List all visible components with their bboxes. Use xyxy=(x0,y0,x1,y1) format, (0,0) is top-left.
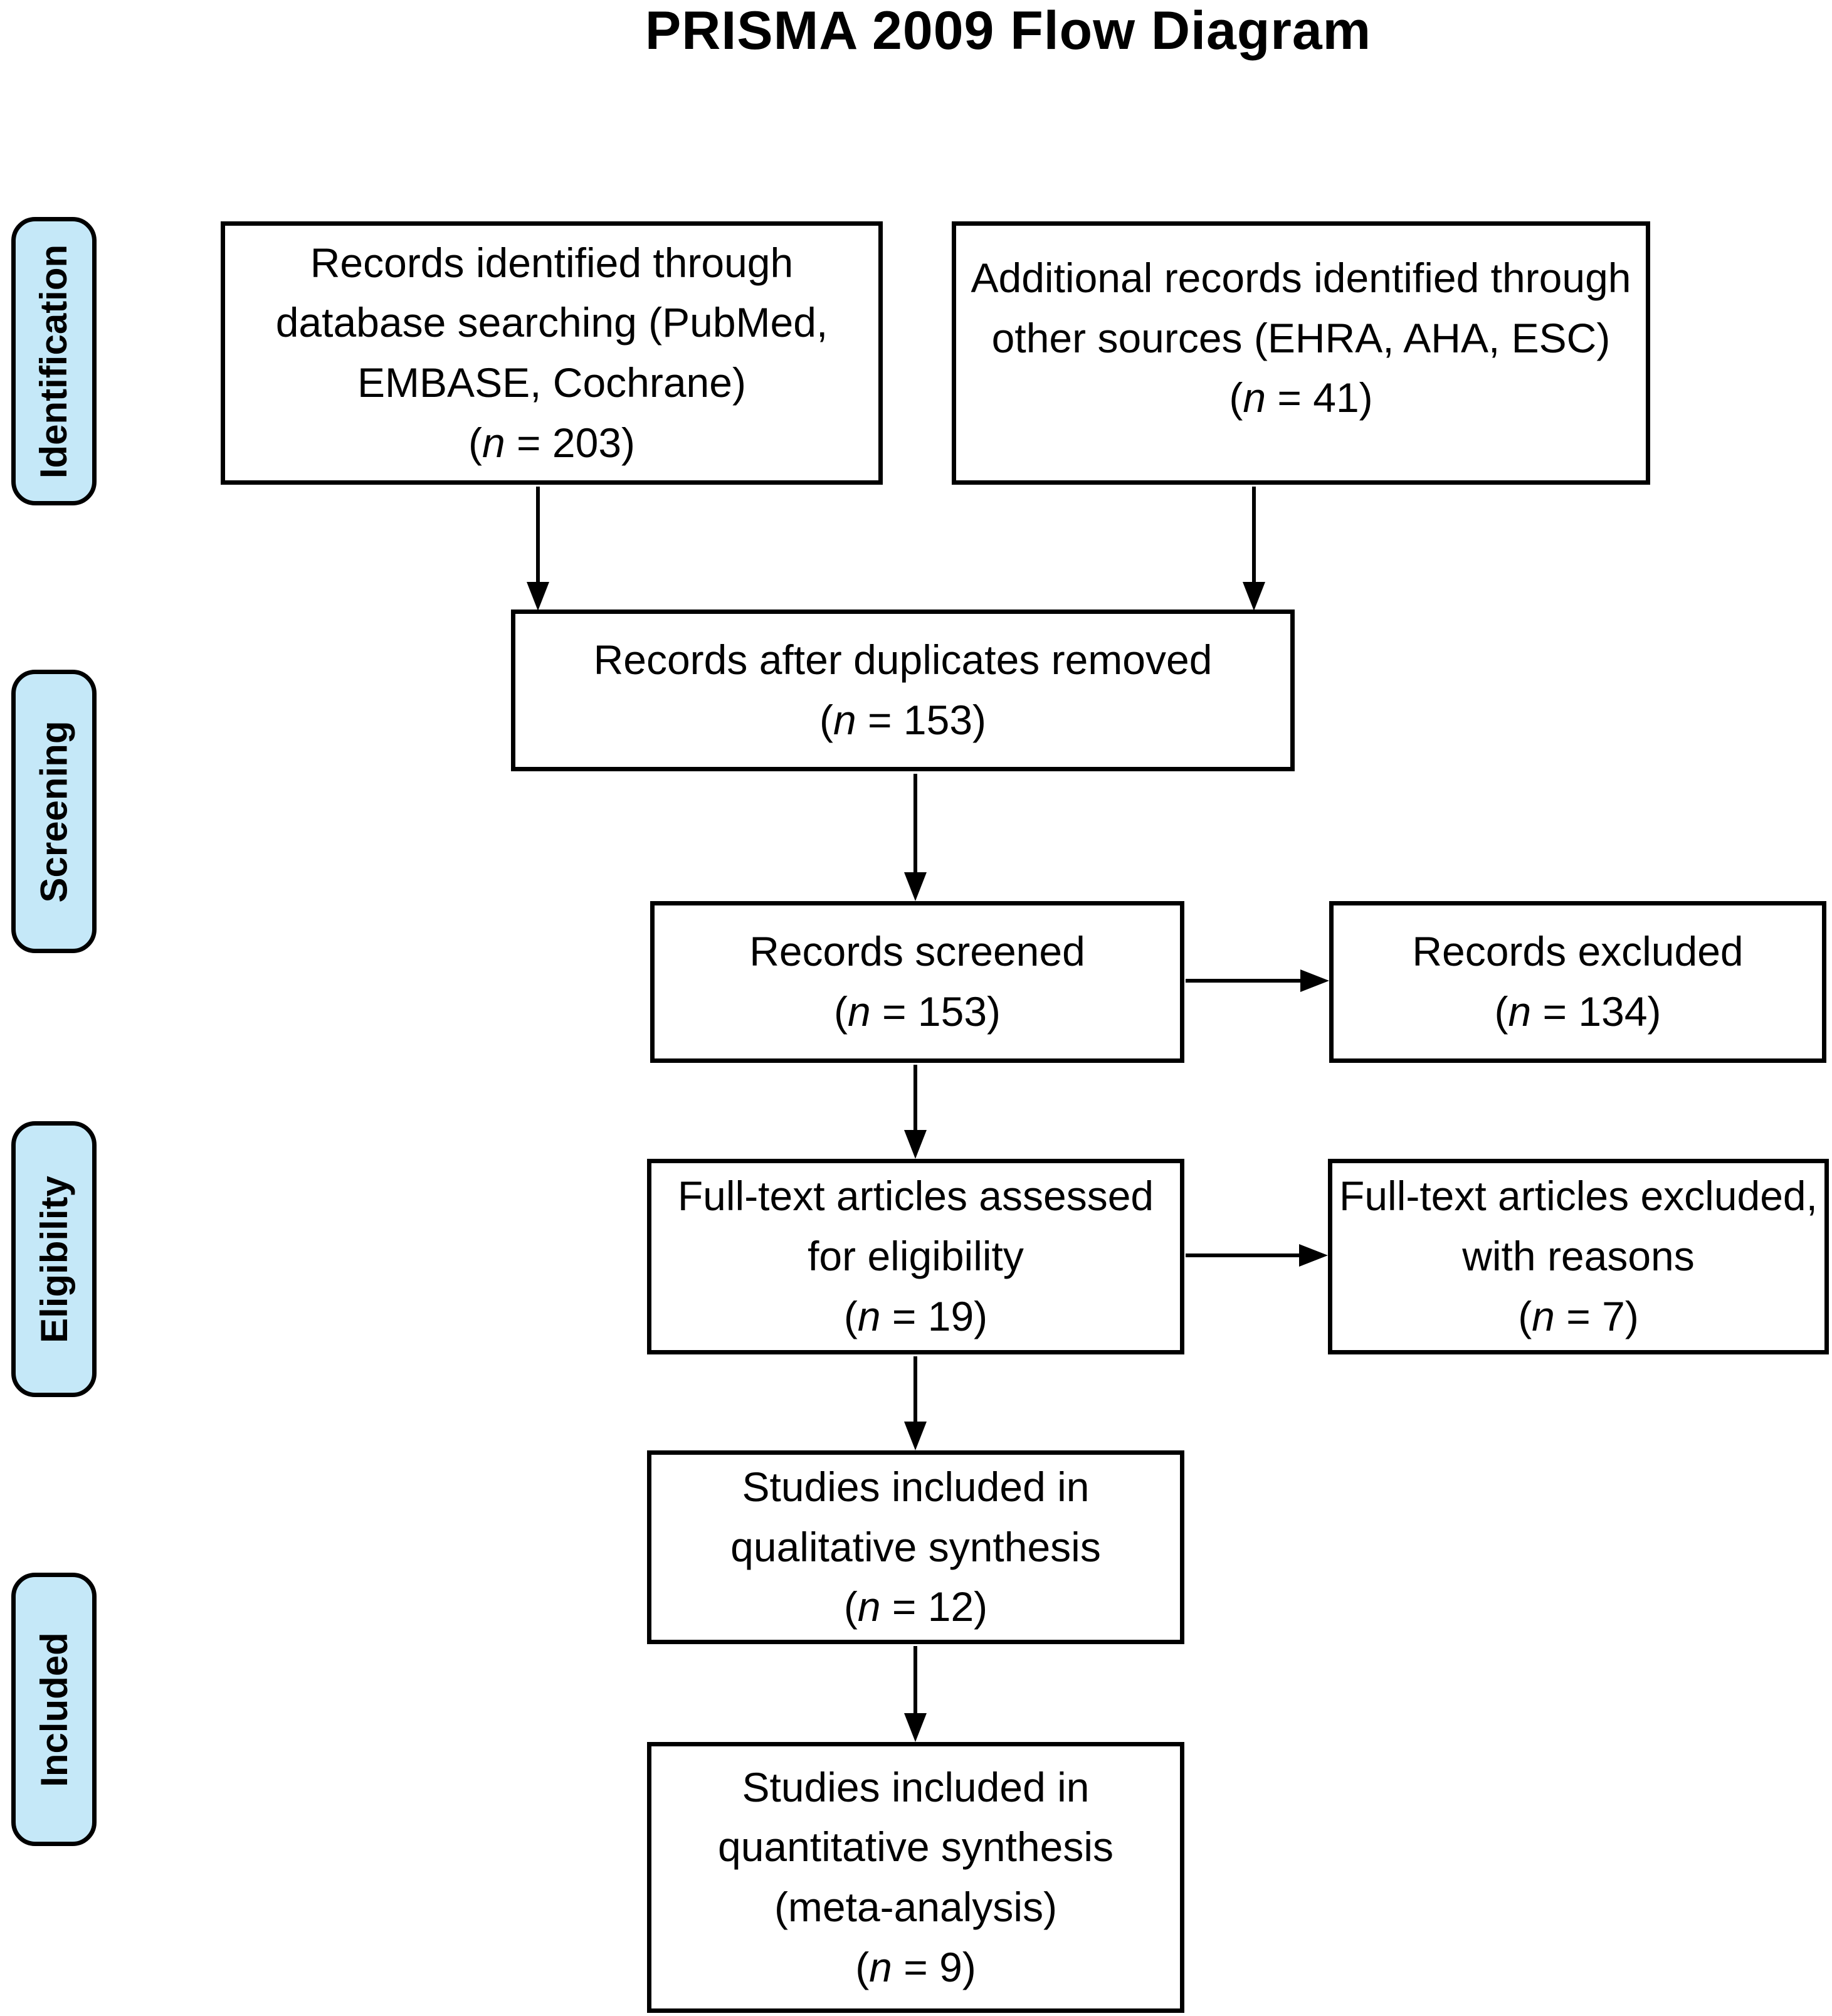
box-text-line: Studies included in xyxy=(742,1463,1090,1510)
box-n-line: (n = 134) xyxy=(1494,988,1661,1035)
arrow-additional-to-duplicates xyxy=(1243,487,1265,611)
stage-identification-label: Identification xyxy=(33,244,75,478)
box-text-line: EMBASE, Cochrane) xyxy=(357,359,746,406)
box-text-line: Full-text articles assessed xyxy=(677,1173,1154,1220)
arrow-fulltext-to-fulltext-excluded xyxy=(1186,1244,1328,1267)
box-fulltext-assessed: Full-text articles assessed for eligibili… xyxy=(647,1159,1184,1354)
stage-screening-label: Screening xyxy=(33,720,75,903)
box-text-line: for eligibility xyxy=(808,1233,1024,1280)
arrow-qualitative-to-quantitative xyxy=(904,1646,927,1742)
page-title: PRISMA 2009 Flow Diagram xyxy=(645,1,1372,61)
stage-eligibility-label: Eligibility xyxy=(33,1175,75,1343)
box-text-line: Records screened xyxy=(749,928,1085,975)
box-fulltext-excluded: Full-text articles excluded, with reasons… xyxy=(1328,1159,1829,1354)
arrow-fulltext-to-qualitative xyxy=(904,1356,927,1450)
box-text-line: quantitative synthesis xyxy=(717,1823,1114,1871)
box-text-line: Studies included in xyxy=(742,1763,1090,1810)
box-text-line: Records excluded xyxy=(1412,928,1744,975)
box-after-duplicates: Records after duplicates removed (n = 153… xyxy=(511,610,1295,771)
stage-included: Included xyxy=(11,1573,97,1846)
box-text-line: Records after duplicates removed xyxy=(593,636,1213,683)
box-records-screened: Records screened (n = 153) xyxy=(650,901,1184,1063)
box-text-line: with reasons xyxy=(1462,1233,1695,1280)
box-text-line: Full-text articles excluded, xyxy=(1339,1173,1818,1220)
box-n-line: (n = 12) xyxy=(843,1583,988,1630)
arrow-identified-to-duplicates xyxy=(527,487,549,611)
box-text-line: (meta-analysis) xyxy=(774,1884,1058,1930)
box-n-line: (n = 203) xyxy=(468,419,636,466)
box-n-line: (n = 153) xyxy=(819,697,987,743)
box-text-line: Records identified through xyxy=(310,239,794,286)
box-text-line: database searching (PubMed, xyxy=(275,299,828,346)
arrow-screened-to-fulltext xyxy=(904,1065,927,1159)
stage-identification: Identification xyxy=(11,217,97,505)
box-n-line: (n = 41) xyxy=(1229,374,1373,421)
stage-eligibility: Eligibility xyxy=(11,1121,97,1397)
box-additional-records: Additional records identified through oth… xyxy=(952,221,1650,485)
box-text-line: qualitative synthesis xyxy=(730,1523,1101,1570)
box-text-line: Additional records identified through xyxy=(971,255,1631,301)
box-text-line: other sources (EHRA, AHA, ESC) xyxy=(991,314,1611,361)
box-n-line: (n = 9) xyxy=(855,1943,976,1990)
box-records-identified: Records identified through database searc… xyxy=(221,221,883,485)
box-n-line: (n = 19) xyxy=(843,1292,988,1339)
arrow-duplicates-to-screened xyxy=(904,774,927,901)
stage-screening: Screening xyxy=(11,670,97,953)
box-n-line: (n = 153) xyxy=(833,988,1001,1035)
box-qualitative-synthesis: Studies included in qualitative synthesis… xyxy=(647,1450,1184,1644)
stage-included-label: Included xyxy=(33,1632,75,1787)
arrow-screened-to-excluded xyxy=(1186,969,1329,992)
box-quantitative-synthesis: Studies included in quantitative synthesi… xyxy=(647,1742,1184,2013)
box-records-excluded: Records excluded (n = 134) xyxy=(1329,901,1826,1063)
box-n-line: (n = 7) xyxy=(1518,1292,1639,1339)
